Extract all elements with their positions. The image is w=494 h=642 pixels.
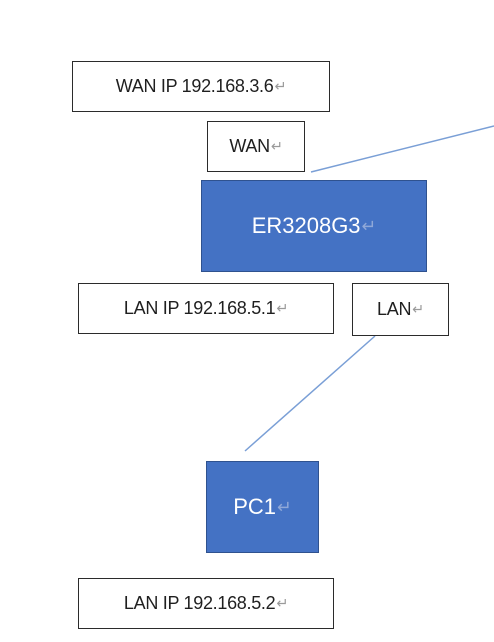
wan-port-label: WAN↵ <box>207 121 305 172</box>
pc-node: PC1↵ <box>206 461 319 553</box>
pc-lan-ip-text: LAN IP 192.168.5.2 <box>123 593 276 613</box>
return-mark: ↵ <box>276 595 289 612</box>
wan-ip-label: WAN IP 192.168.3.6↵ <box>72 61 330 112</box>
router-lan-ip-text: LAN IP 192.168.5.1 <box>123 298 276 318</box>
pc-lan-ip-label: LAN IP 192.168.5.2↵ <box>78 578 334 629</box>
router-lan-ip-label: LAN IP 192.168.5.1↵ <box>78 283 334 334</box>
wan-ip-text: WAN IP 192.168.3.6 <box>115 76 274 96</box>
return-mark: ↵ <box>270 138 283 155</box>
return-mark: ↵ <box>274 78 287 95</box>
router-pc-connector-line <box>244 335 376 452</box>
return-mark: ↵ <box>276 300 289 317</box>
uplink-connector-line <box>310 125 494 173</box>
lan-port-text: LAN <box>377 299 412 319</box>
pc-name: PC1 <box>233 494 277 519</box>
return-mark: ↵ <box>412 301 424 318</box>
router-name: ER3208G3 <box>251 213 361 238</box>
return-mark: ↵ <box>361 215 377 236</box>
wan-port-text: WAN <box>229 136 270 156</box>
return-mark: ↵ <box>277 496 292 517</box>
router-node: ER3208G3↵ <box>201 180 427 272</box>
lan-port-label: LAN↵ <box>352 283 449 336</box>
